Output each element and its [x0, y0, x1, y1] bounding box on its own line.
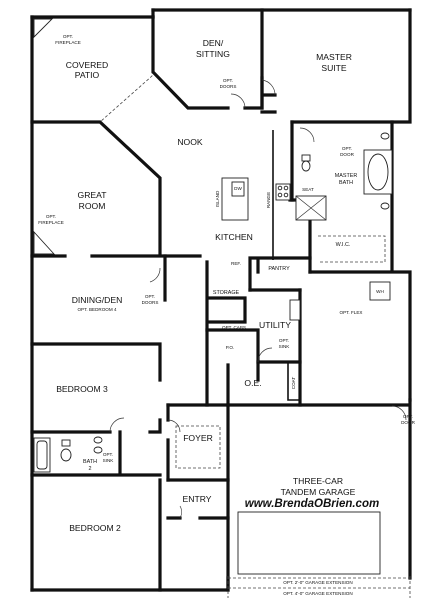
door-swings [109, 79, 407, 519]
website-watermark: www.BrendaOBrien.com [245, 498, 379, 510]
interior-walls [30, 8, 412, 598]
storage-label: STORAGE [213, 290, 240, 296]
opt-bedroom4-label: OPT. BEDROOM 4 [77, 307, 116, 312]
nook-label: NOOK [177, 137, 203, 147]
range-label: RANGE [266, 192, 271, 208]
opt-doors-dining-label: OPT.DOORS [142, 294, 159, 305]
fireplace-icon [33, 230, 56, 255]
utility-label: UTILITY [259, 320, 291, 330]
seat-label: SEAT [302, 187, 314, 192]
island-label: ISLAND [215, 190, 220, 207]
dw-label: DW [234, 186, 242, 191]
garage-extension-4ft-label: OPT. 4'-0" GARAGE EXTENSION [283, 591, 352, 596]
den-sitting-label: DEN/SITTING [196, 38, 230, 59]
wic-label: W.I.C. [336, 242, 351, 248]
fireplace-icon [33, 18, 54, 39]
coat-label: COAT [291, 377, 296, 390]
wh-label: WH [376, 289, 384, 294]
foyer-label: FOYER [183, 433, 213, 443]
dining-den-label: DINING/DEN [72, 295, 123, 305]
pantry-label: PANTRY [268, 266, 290, 272]
bedroom2-label: BEDROOM 2 [69, 523, 121, 533]
opt-doors-den-label: OPT.DOORS [220, 78, 237, 89]
oe-label: O.E. [244, 378, 261, 388]
ref-label: REF. [231, 261, 241, 266]
fixtures [33, 18, 393, 473]
opt-fireplace-great-label: OPT.FIREPLACE [38, 214, 64, 225]
bedroom3-label: BEDROOM 3 [56, 384, 108, 394]
po-label: P.O. [226, 345, 235, 350]
opt-door-garage-label: OPT.DOOR [401, 414, 415, 425]
opt-fireplace-top-label: OPT.FIREPLACE [55, 34, 81, 45]
garage-extension-2ft-label: OPT. 2'-0" GARAGE EXTENSION [283, 580, 352, 585]
opt-sink-bath-label: OPT.SINK [103, 452, 115, 463]
kitchen-label: KITCHEN [215, 232, 253, 242]
opt-flex-label: OPT. FLEX [340, 310, 363, 315]
opt-cabs-label: OPT. CABS [222, 325, 246, 330]
entry-label: ENTRY [183, 494, 212, 504]
opt-door-master-label: OPT.DOOR [340, 146, 354, 157]
opt-sink-utility-label: OPT.SINK [279, 338, 291, 349]
